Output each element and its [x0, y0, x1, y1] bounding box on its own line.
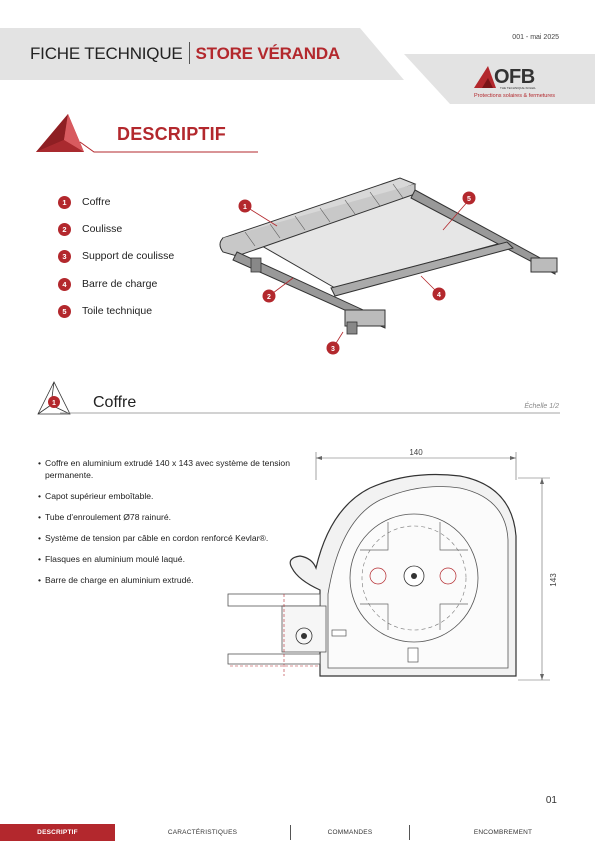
- legend-number-badge: 2: [58, 222, 71, 236]
- legend-item: 2 Coulisse: [58, 221, 122, 237]
- coffre-section-number: 1: [52, 400, 56, 407]
- tab-encombrement[interactable]: ENCOMBREMENT: [473, 829, 533, 836]
- page-number: 01: [545, 795, 557, 806]
- callout-4: 4: [437, 292, 441, 299]
- list-item: Système de tension par câble en cordon r…: [38, 533, 290, 545]
- callout-3: 3: [331, 346, 335, 353]
- legend-item: 3 Support de coulisse: [58, 248, 174, 264]
- list-item: Capot supérieur emboîtable.: [38, 491, 290, 503]
- dimension-height: 143: [549, 573, 558, 587]
- store-isometric-illustration: 1 2 3 4 5: [219, 177, 558, 355]
- title-separator: [188, 42, 190, 64]
- logo-small-text: THE TECHNIQUE-SOLEIL: [500, 86, 536, 90]
- coffre-feature-list: Coffre en aluminium extrudé 140 x 143 av…: [38, 458, 290, 596]
- legend-label: Coffre: [82, 196, 111, 208]
- title-left: FICHE TECHNIQUE: [30, 44, 183, 63]
- logo-text: OFB: [494, 66, 535, 88]
- descriptif-underline: [79, 141, 258, 153]
- nav-separator: [290, 825, 291, 840]
- legend-item: 1 Coffre: [58, 194, 110, 210]
- title-right: STORE VÉRANDA: [195, 44, 341, 63]
- document-reference: 001 - mai 2025: [512, 34, 559, 41]
- legend-number-badge: 5: [58, 304, 71, 318]
- legend-label: Toile technique: [82, 305, 153, 317]
- legend-number-badge: 3: [58, 249, 71, 263]
- legend-label: Support de coulisse: [82, 250, 175, 262]
- legend-item: 4 Barre de charge: [58, 276, 157, 292]
- callout-1: 1: [243, 204, 247, 211]
- legend-item: 5 Toile technique: [58, 303, 152, 319]
- callout-5: 5: [467, 196, 471, 203]
- section-title-descriptif: DESCRIPTIF: [117, 124, 227, 144]
- legend-label: Coulisse: [82, 223, 123, 235]
- tab-caracteristiques[interactable]: CARACTÉRISTIQUES: [167, 829, 238, 836]
- legend-number-badge: 4: [58, 277, 71, 291]
- coffre-cross-section-drawing: 140 143: [227, 448, 558, 681]
- tab-commandes[interactable]: COMMANDES: [327, 829, 373, 836]
- legend-label: Barre de charge: [82, 278, 158, 290]
- list-item: Coffre en aluminium extrudé 140 x 143 av…: [38, 458, 290, 481]
- tab-descriptif[interactable]: DESCRIPTIF: [0, 824, 115, 841]
- coffre-underline: [60, 412, 560, 414]
- list-item: Tube d'enroulement Ø78 rainuré.: [38, 512, 290, 524]
- dimension-width: 140: [409, 448, 423, 457]
- coffre-section-icon: 1: [37, 381, 71, 415]
- logo-tagline: Protections solaires & fermetures: [474, 93, 556, 99]
- legend-number-badge: 1: [58, 195, 71, 209]
- section-title-coffre: Coffre: [93, 394, 137, 411]
- list-item: Barre de charge en aluminium extrudé.: [38, 575, 290, 587]
- list-item: Flasques en aluminium moulé laqué.: [38, 554, 290, 566]
- descriptif-triangle-icon: [36, 114, 84, 152]
- nav-separator: [409, 825, 410, 840]
- header-banner: [0, 28, 595, 104]
- callout-2: 2: [267, 294, 271, 301]
- scale-label: Échelle 1/2: [524, 403, 559, 410]
- ofb-logo-icon: [474, 66, 496, 88]
- page-title: FICHE TECHNIQUE STORE VÉRANDA: [30, 42, 340, 64]
